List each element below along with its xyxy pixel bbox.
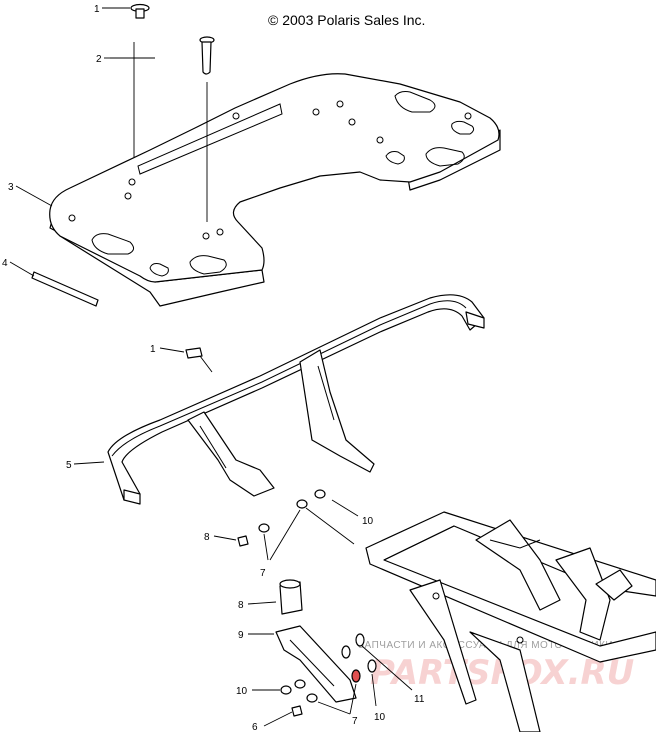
washer-set-lower	[280, 633, 377, 717]
rubber-strip	[31, 271, 99, 307]
rack-plate-top	[49, 73, 500, 283]
callout-2: 2	[96, 54, 102, 65]
callout-1-top: 1	[94, 4, 100, 15]
rack-rail-mount-front	[187, 411, 275, 497]
rack-long-bolt	[199, 36, 215, 222]
callout-11: 11	[414, 694, 425, 705]
vehicle-frame	[365, 511, 656, 732]
bolt-mid	[185, 347, 213, 373]
callout-10-c: 10	[374, 712, 386, 723]
callout-3: 3	[8, 182, 14, 193]
callout-10-a: 10	[362, 516, 374, 527]
callout-10-b: 10	[236, 686, 248, 697]
callout-4: 4	[2, 258, 8, 269]
callout-labels: 1 2 3 4 1 5 10 8 7 8 9 10 6 7 10 11	[2, 4, 425, 732]
callout-5: 5	[66, 460, 72, 471]
rack-plate	[49, 73, 501, 307]
callout-6: 6	[252, 722, 258, 732]
callout-1-mid: 1	[150, 344, 156, 355]
bolt-top	[130, 3, 150, 19]
callout-7-a: 7	[260, 568, 266, 579]
callout-8-a: 8	[204, 532, 210, 543]
callout-8-b: 8	[238, 600, 244, 611]
callout-9: 9	[238, 630, 244, 641]
callout-7-b: 7	[352, 716, 358, 727]
spacer-block	[279, 579, 303, 615]
leader-lines	[9, 7, 413, 727]
copyright-text: © 2003 Polaris Sales Inc.	[268, 12, 425, 28]
mount-bracket	[275, 625, 357, 703]
rack-rail	[107, 294, 485, 505]
rack-rail-mount-rear	[299, 349, 375, 473]
washer-set-upper	[237, 489, 355, 547]
rack-strip	[110, 42, 155, 158]
